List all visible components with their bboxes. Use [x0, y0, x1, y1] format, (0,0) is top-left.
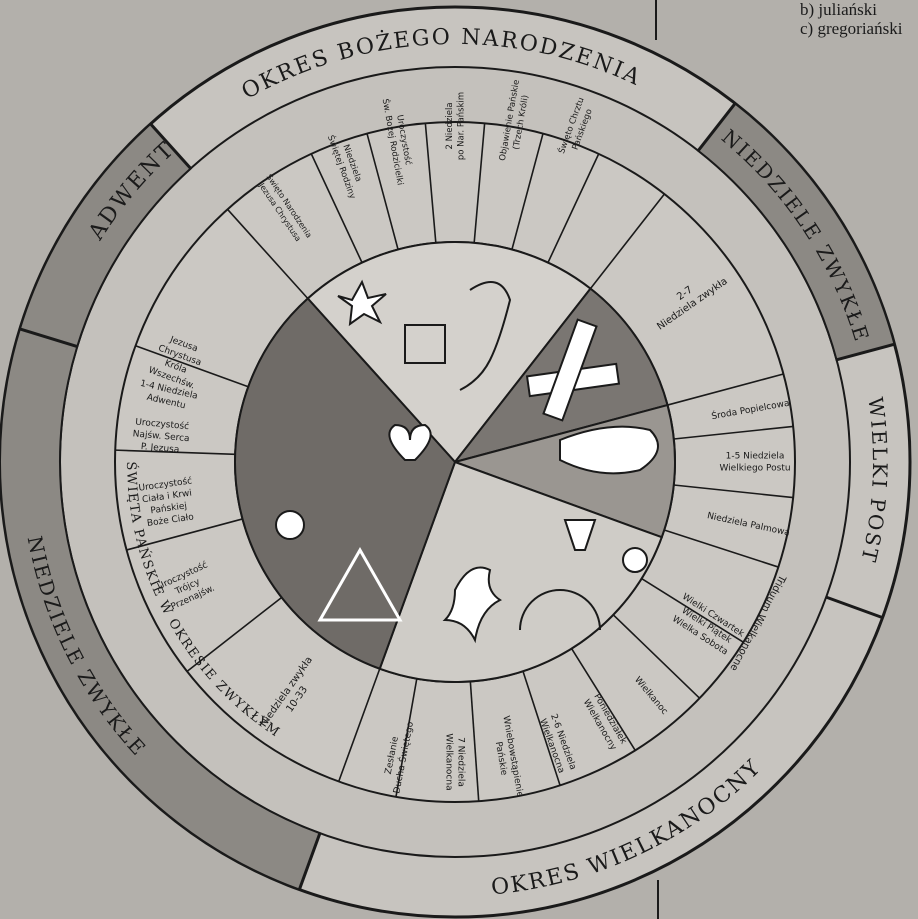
- segment-text: po Nar. Pańskim: [456, 92, 466, 160]
- segment-text: 1-5 Niedziela: [726, 452, 785, 462]
- sun-icon: [276, 511, 304, 539]
- segment-text: 7 Niedziela: [456, 737, 466, 787]
- host-icon: [623, 548, 647, 572]
- segment-text: Wielkiego Postu: [719, 464, 790, 474]
- segment-text: Wielkanocna: [444, 733, 454, 790]
- segment-text: 2 Niedziela: [445, 102, 455, 149]
- ash-vessel-icon: [560, 427, 658, 474]
